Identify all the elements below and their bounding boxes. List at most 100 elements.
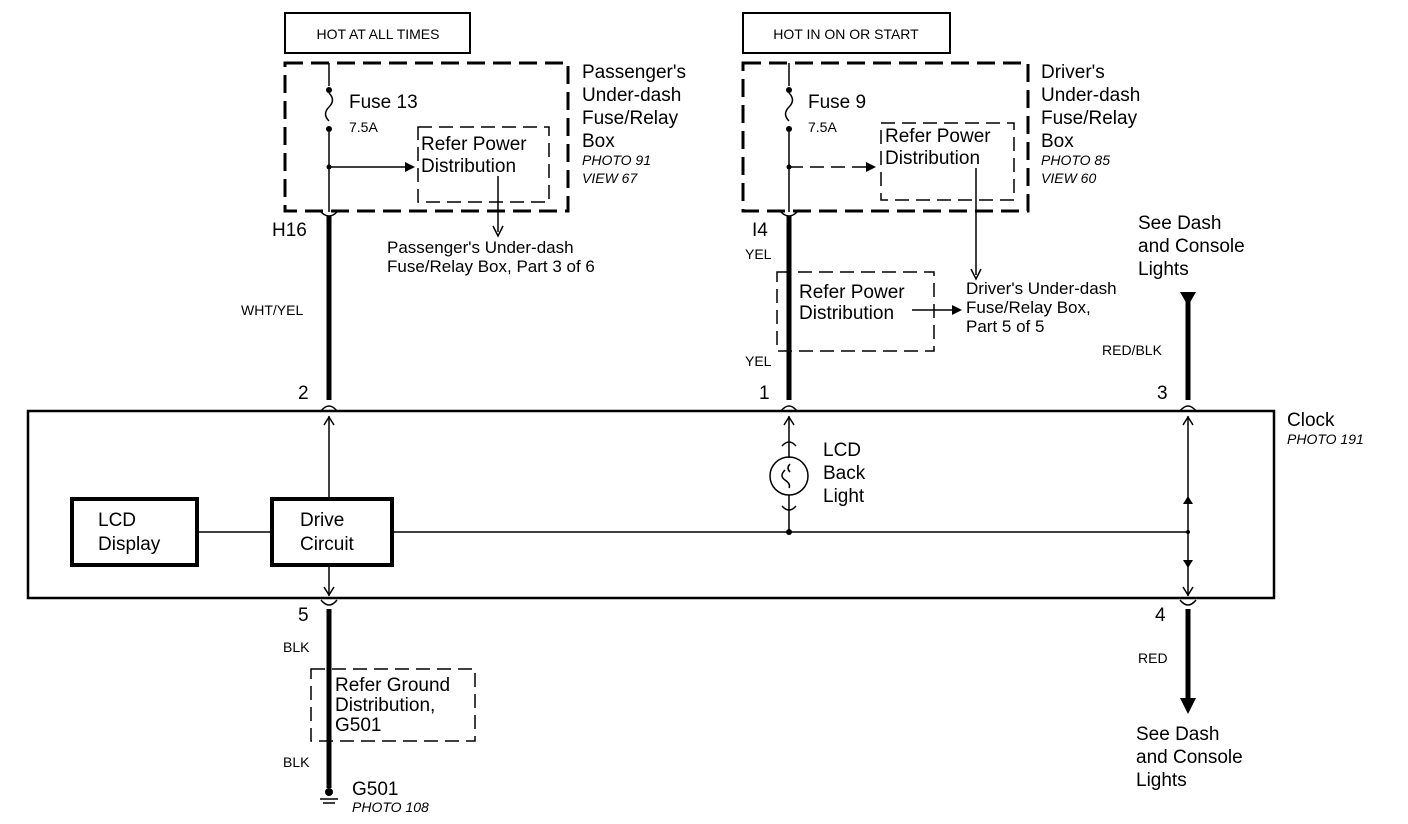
driver-ref-arrow xyxy=(970,268,982,281)
passenger-fuse-box-outline xyxy=(283,61,570,213)
ground-refer-line2: Distribution, xyxy=(335,695,435,716)
dash-lights-top-2: and Console xyxy=(1138,236,1245,257)
red-blk-label: RED/BLK xyxy=(1102,342,1163,358)
yel-bottom-label: YEL xyxy=(745,353,772,369)
diode-lower-icon xyxy=(1183,560,1193,568)
fuse-9-rating: 7.5A xyxy=(808,119,837,135)
mid-refer-text-bg xyxy=(793,278,927,326)
fuse-9-terminal-top xyxy=(786,87,792,93)
lcd-display-box xyxy=(70,497,199,567)
pin-3: 3 xyxy=(1157,383,1168,404)
clock-unit xyxy=(26,409,1276,600)
backlight-label-1: LCD xyxy=(823,440,861,461)
fuse-13-terminal-bottom xyxy=(326,126,332,132)
driver-refer-box xyxy=(880,122,1015,201)
drive-circuit-box xyxy=(270,497,394,567)
passenger-box-title-3: Fuse/Relay xyxy=(582,108,679,129)
wht-yel-label: WHT/YEL xyxy=(241,302,303,318)
driver-box-photo: PHOTO 85 xyxy=(1041,152,1110,168)
passenger-ref-arrow xyxy=(492,225,504,238)
backlight-label-3: Light xyxy=(823,486,865,507)
driver-fuse-box: Fuse 9 7.5A Refer Power Distribution xyxy=(741,61,1030,281)
hot-at-all-times-box xyxy=(284,12,471,54)
fuse-13-label: Fuse 13 xyxy=(349,92,418,113)
ground-refer-box xyxy=(310,668,476,742)
passenger-box-title-2: Under-dash xyxy=(582,85,681,106)
pin-4: 4 xyxy=(1155,605,1166,626)
pin-5: 5 xyxy=(298,605,309,626)
passenger-ref-line1: Passenger's Under-dash xyxy=(387,238,574,257)
pin-2-symbol xyxy=(320,405,338,412)
ground-point-icon xyxy=(325,788,333,796)
i4-connector-symbol xyxy=(780,211,798,217)
mid-refer-line2: Distribution xyxy=(799,303,894,324)
dash-lights-top-1: See Dash xyxy=(1138,213,1221,234)
dash-lights-bottom-3: Lights xyxy=(1136,770,1187,791)
fuse-9-icon xyxy=(784,92,794,122)
fuse-9-terminal-bottom xyxy=(786,126,792,132)
hot-in-on-or-start-box xyxy=(742,12,951,54)
pin-5-symbol xyxy=(320,599,338,606)
yel-top-label: YEL xyxy=(745,246,772,262)
ground-refer-line3: G501 xyxy=(335,715,381,736)
bulb-icon xyxy=(769,456,809,496)
red-blk-arrow-in xyxy=(1180,292,1196,306)
fuse-13-icon xyxy=(324,92,334,122)
passenger-ref-line2: Fuse/Relay Box, Part 3 of 6 xyxy=(387,257,595,276)
red-arrow-out xyxy=(1180,698,1196,714)
backlight-terminal-top xyxy=(781,441,797,447)
hot-in-on-or-start-label: HOT IN ON OR START xyxy=(742,12,951,54)
h16-connector-symbol xyxy=(320,211,338,217)
driver-refer-line2: Distribution xyxy=(885,148,980,169)
passenger-refer-line1: Refer Power xyxy=(421,134,527,155)
passenger-box-view: VIEW 67 xyxy=(582,170,638,186)
connector-h16: H16 xyxy=(272,220,307,241)
pin-2-internal-arrow xyxy=(323,415,335,426)
backlight-arrow xyxy=(783,415,795,426)
pin-4-internal-arrow xyxy=(1182,586,1194,597)
passenger-refer-line2: Distribution xyxy=(421,156,516,177)
blk-bottom-label: BLK xyxy=(283,754,310,770)
lcd-display-label-1: LCD xyxy=(98,510,136,531)
bulb-filament-icon xyxy=(781,463,791,489)
pin-1: 1 xyxy=(759,383,770,404)
connector-i4: I4 xyxy=(752,220,768,241)
ground-refer-text-bg xyxy=(333,674,469,734)
dash-lights-bottom-1: See Dash xyxy=(1136,724,1219,745)
red-label: RED xyxy=(1138,650,1168,666)
pin-4-symbol xyxy=(1179,599,1197,606)
driver-box-title-1: Driver's xyxy=(1041,62,1105,83)
pin-3-internal-arrow xyxy=(1182,415,1194,426)
pin-5-internal-arrow xyxy=(323,586,335,597)
driver-box-title-4: Box xyxy=(1041,131,1074,152)
mid-refer-arrow-head xyxy=(952,305,962,315)
passenger-refer-arrow-head xyxy=(405,162,415,172)
dimmer-junction-dot xyxy=(1186,530,1190,534)
driver-box-view: VIEW 60 xyxy=(1041,170,1096,186)
lcd-display-label-2: Display xyxy=(98,534,161,555)
driver-ref-line2: Fuse/Relay Box, xyxy=(966,298,1091,317)
drive-circuit-label-2: Circuit xyxy=(300,534,355,555)
drive-circuit-label-1: Drive xyxy=(300,510,344,531)
backlight-label-2: Back xyxy=(823,463,866,484)
mid-refer-box xyxy=(776,271,935,352)
clock-title: Clock xyxy=(1287,410,1335,431)
fuse-13-rating: 7.5A xyxy=(349,119,378,135)
pin-3-symbol xyxy=(1179,405,1197,412)
ground-photo: PHOTO 108 xyxy=(352,799,429,815)
clock-photo: PHOTO 191 xyxy=(1287,431,1364,447)
driver-refer-line1: Refer Power xyxy=(885,126,991,147)
diode-upper-icon xyxy=(1183,496,1193,504)
passenger-box-photo: PHOTO 91 xyxy=(582,152,651,168)
passenger-box-title-4: Box xyxy=(582,131,615,152)
dash-lights-top-3: Lights xyxy=(1138,259,1189,280)
driver-fuse-box-outline xyxy=(741,61,1030,213)
ground-name: G501 xyxy=(352,779,398,800)
hot-in-on-or-start-text: HOT IN ON OR START xyxy=(773,26,919,42)
dash-lights-bottom-2: and Console xyxy=(1136,747,1243,768)
driver-box-title-3: Fuse/Relay xyxy=(1041,108,1138,129)
hot-at-all-times-label: HOT AT ALL TIMES xyxy=(284,12,471,54)
passenger-fuse-box: Fuse 13 7.5A Refer Power Distribution xyxy=(283,61,570,238)
driver-ref-line3: Part 5 of 5 xyxy=(966,317,1044,336)
